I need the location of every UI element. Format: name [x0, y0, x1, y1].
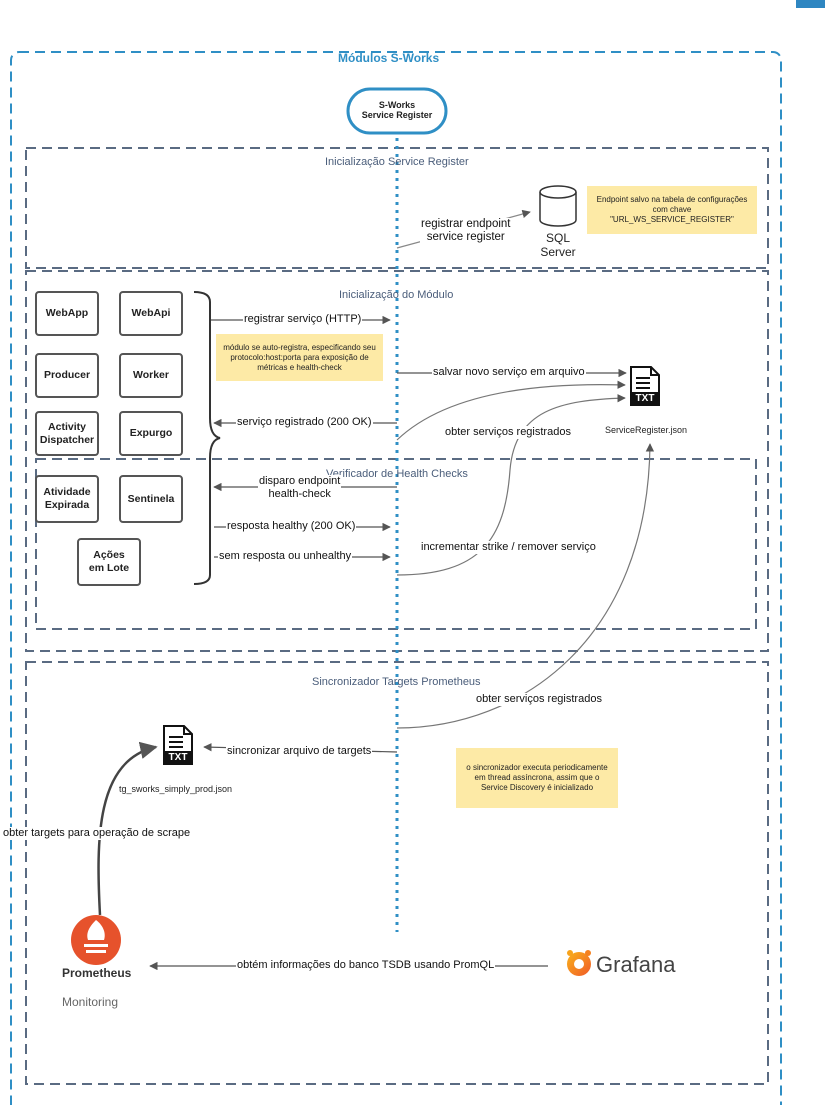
- grafana-logo-icon: [567, 950, 591, 976]
- section-sync-title: Sincronizador Targets Prometheus: [312, 676, 481, 688]
- service-register-label: S-Works Service Register: [361, 100, 433, 121]
- section-health-title: Verificador de Health Checks: [326, 468, 468, 480]
- module-webapp: WebApp: [35, 291, 99, 336]
- sql-server-label: SQL Server: [540, 231, 576, 259]
- prometheus-logo-icon: [71, 915, 121, 965]
- label-obtem-info: obtém informações do banco TSDB usando P…: [236, 959, 496, 972]
- module-activity-dispatcher: Activity Dispatcher: [35, 411, 99, 456]
- module-producer: Producer: [35, 353, 99, 398]
- label-registrar-servico: registrar serviço (HTTP): [243, 313, 363, 326]
- label-registrar-endpoint: registrar endpoint service register: [420, 218, 512, 245]
- txt-label: TXT: [168, 752, 188, 763]
- module-worker: Worker: [119, 353, 183, 398]
- outer-container-border: [10, 51, 782, 1105]
- prometheus-sub: Monitoring: [62, 995, 119, 1009]
- label-sincronizar: sincronizar arquivo de targets: [226, 745, 373, 758]
- txt-label: TXT: [635, 393, 655, 404]
- note-endpoint: Endpoint salvo na tabela de configuraçõe…: [587, 186, 757, 234]
- modules-brace: [193, 291, 221, 585]
- corner-tab: [796, 0, 825, 8]
- arrow-incrementar: [396, 394, 626, 576]
- note-sync-async: o sincronizador executa periodicamente e…: [456, 748, 618, 808]
- service-register-file-name: ServiceRegister.json: [605, 425, 688, 435]
- diagram-title: Módulos S-Works: [338, 51, 440, 65]
- service-register-file-icon: TXT: [630, 366, 660, 406]
- section-sync-border: [25, 661, 769, 1085]
- module-acoes-em-lote: Ações em Lote: [77, 538, 141, 586]
- prometheus-name: Prometheus: [62, 966, 132, 980]
- label-obter-servicos-1: obter serviços registrados: [444, 426, 572, 439]
- section-init-register-title: Inicialização Service Register: [325, 156, 469, 168]
- targets-file-name: tg_sworks_simply_prod.json: [119, 784, 233, 794]
- label-salvar-servico: salvar novo serviço em arquivo: [432, 366, 586, 379]
- sql-server-icon: [539, 185, 577, 227]
- label-servico-registrado: serviço registrado (200 OK): [236, 416, 373, 429]
- module-expurgo: Expurgo: [119, 411, 183, 456]
- grafana-name: Grafana: [596, 952, 676, 977]
- label-obter-targets: obter targets para operação de scrape: [2, 827, 192, 840]
- service-register-node: [346, 87, 448, 135]
- section-init-module-title: Inicialização do Módulo: [339, 289, 454, 301]
- arrow-obter-servicos-2: [396, 443, 655, 729]
- targets-file-icon: TXT: [163, 725, 193, 765]
- arrow-obter-servicos-1: [396, 380, 626, 441]
- label-incrementar: incrementar strike / remover serviço: [420, 541, 597, 554]
- module-sentinela: Sentinela: [119, 475, 183, 523]
- note-self-register: módulo se auto-registra, especificando s…: [216, 334, 383, 381]
- label-obter-servicos-2: obter serviços registrados: [475, 693, 603, 706]
- module-webapi: WebApi: [119, 291, 183, 336]
- label-sem-resposta: sem resposta ou unhealthy: [218, 550, 353, 563]
- arrow-obter-targets: [97, 741, 158, 916]
- label-disparo: disparo endpoint health-check: [258, 475, 342, 501]
- module-atividade-expirada: Atividade Expirada: [35, 475, 99, 523]
- label-resposta-healthy: resposta healthy (200 OK): [226, 520, 357, 533]
